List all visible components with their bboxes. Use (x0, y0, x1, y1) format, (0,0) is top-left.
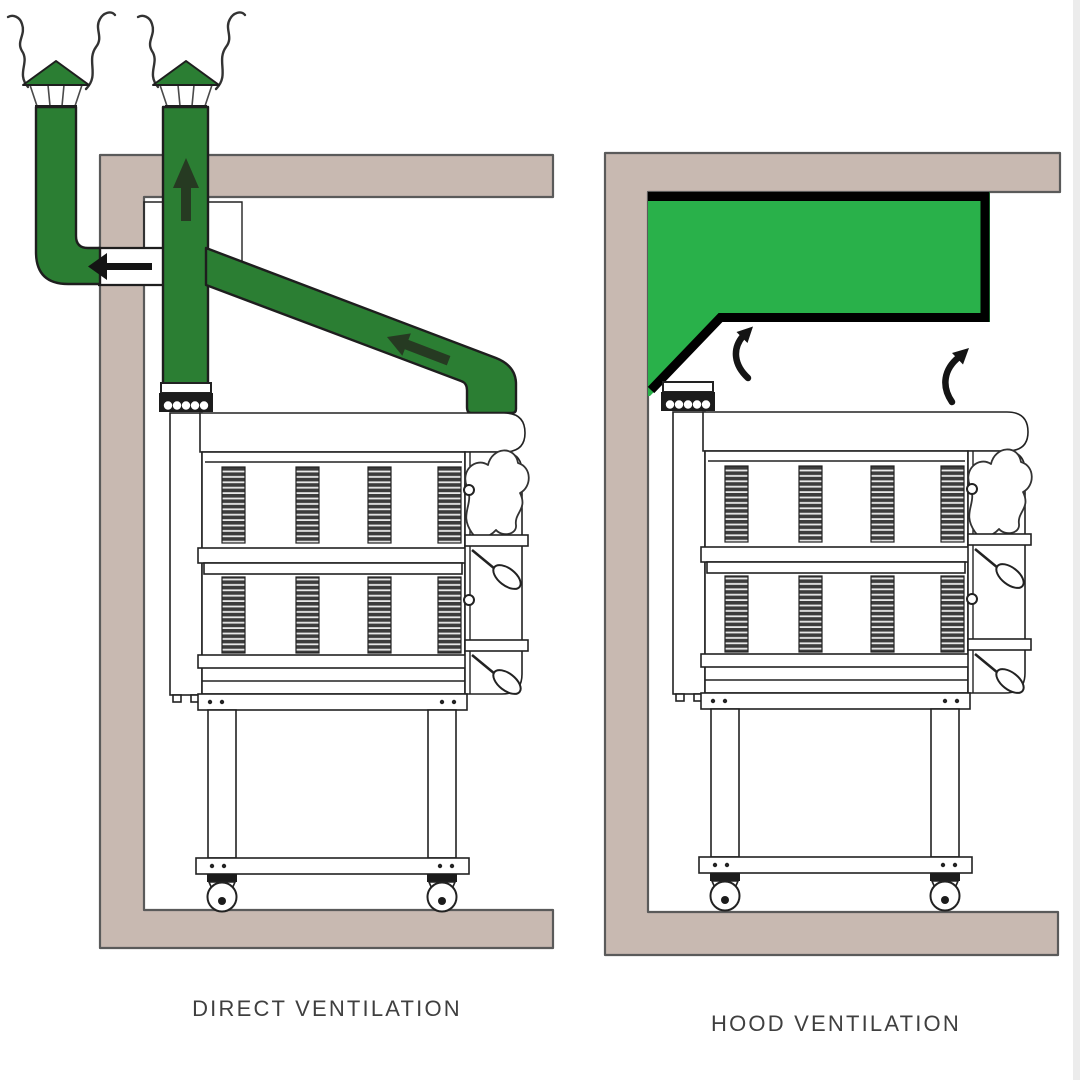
up-arrow-in-roof-duct (173, 158, 199, 221)
chimney-cap-right (136, 11, 247, 108)
vertical-roof-duct (161, 105, 210, 387)
scan-edge-strip (1073, 0, 1080, 1080)
diagonal-duct (204, 246, 518, 415)
wall-elbow-duct (34, 105, 102, 286)
flex-coupling-left (158, 382, 214, 413)
hood-ventilation-label: HOOD VENTILATION (711, 1011, 961, 1036)
curved-air-arrow-left-head (736, 326, 753, 343)
extraction-hood (648, 192, 990, 396)
oven-unit-left (170, 413, 529, 912)
direct-ventilation-label: DIRECT VENTILATION (192, 996, 462, 1021)
arrow-in-diagonal-duct (387, 333, 451, 366)
oven-unit-right (673, 412, 1032, 911)
chimney-cap-left (6, 11, 117, 108)
flex-coupling-right (660, 381, 716, 412)
curved-air-arrow-right-head (952, 348, 969, 365)
wall-ceiling-floor (603, 151, 1062, 957)
wall-ceiling-floor (98, 153, 555, 950)
direct-ventilation-diagram: DIRECT VENTILATION (6, 11, 555, 1021)
left-arrow-through-wall-duct (88, 253, 152, 280)
curved-air-arrow-left (732, 332, 752, 382)
hood-border (647, 192, 990, 394)
curved-air-arrow-right (942, 353, 963, 406)
hood-ventilation-diagram: HOOD VENTILATION (603, 151, 1062, 1036)
diagonal-arrow-shape (387, 333, 451, 366)
